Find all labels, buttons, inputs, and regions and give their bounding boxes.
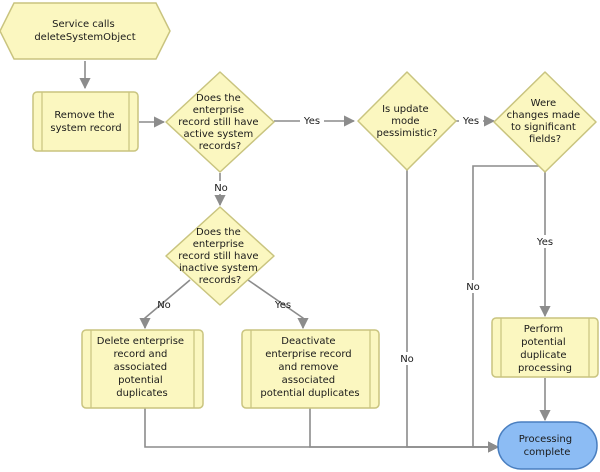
decision-inactive-shape [165, 206, 275, 306]
decision-inactive-records: Does the enterprise record still have in… [165, 206, 275, 306]
deactivate-enterprise-shape [241, 329, 380, 409]
label-pessimistic-yes: Yes [462, 116, 479, 127]
edge-delete-to-end [144, 408, 500, 453]
label-inactive-no: No [157, 300, 171, 311]
edge-pessimistic-no [406, 170, 500, 453]
edge-deactivate-to-end [309, 408, 500, 453]
remove-record-label: Remove the system record [50, 110, 121, 134]
decision-pessimistic: Is update mode pessimistic? [357, 71, 457, 171]
delete-enterprise-node: Delete enterprise record and associated … [81, 329, 204, 409]
label-pessimistic-no: No [400, 354, 414, 365]
deactivate-enterprise-label: Deactivate enterprise record and remove … [260, 336, 359, 399]
decision-inactive-label: Does the enterprise record still have in… [178, 227, 262, 286]
perform-processing-shape [491, 317, 599, 378]
edge-inactive-no [139, 279, 191, 330]
edge-inactive-yes [247, 279, 309, 330]
label-active-no: No [214, 183, 228, 194]
decision-changes: Were changes made to significant fields? [493, 71, 597, 173]
perform-processing-label: Perform potential duplicate processing [518, 324, 572, 374]
decision-changes-label: Were changes made to significant fields? [507, 98, 584, 145]
decision-active-shape [165, 71, 275, 173]
label-inactive-yes: Yes [274, 300, 291, 311]
start-shape [0, 2, 171, 60]
remove-record-node: Remove the system record [32, 91, 139, 152]
decision-active-records: Does the enterprise record still have ac… [165, 71, 275, 173]
start-label: Service calls deleteSystemObject [34, 19, 135, 43]
start-node: Service calls deleteSystemObject [0, 2, 171, 60]
label-changes-no: No [466, 282, 480, 293]
decision-pessimistic-label: Is update mode pessimistic? [377, 104, 438, 139]
decision-changes-shape [493, 71, 597, 173]
remove-record-shape [32, 91, 139, 152]
decision-pessimistic-shape [357, 71, 457, 171]
delete-enterprise-label: Delete enterprise record and associated … [97, 336, 188, 399]
end-node: Processing complete [497, 421, 598, 470]
end-shape [497, 421, 598, 470]
edge-changes-no [472, 165, 545, 453]
delete-enterprise-shape [81, 329, 204, 409]
label-active-yes: Yes [303, 116, 320, 127]
perform-processing-node: Perform potential duplicate processing [491, 317, 599, 378]
label-changes-yes: Yes [536, 237, 553, 248]
edge-labels: Yes Yes No Yes No No No Yes [157, 114, 557, 365]
deactivate-enterprise-node: Deactivate enterprise record and remove … [241, 329, 380, 409]
decision-active-label: Does the enterprise record still have ac… [178, 93, 262, 152]
end-label: Processing complete [519, 434, 576, 458]
